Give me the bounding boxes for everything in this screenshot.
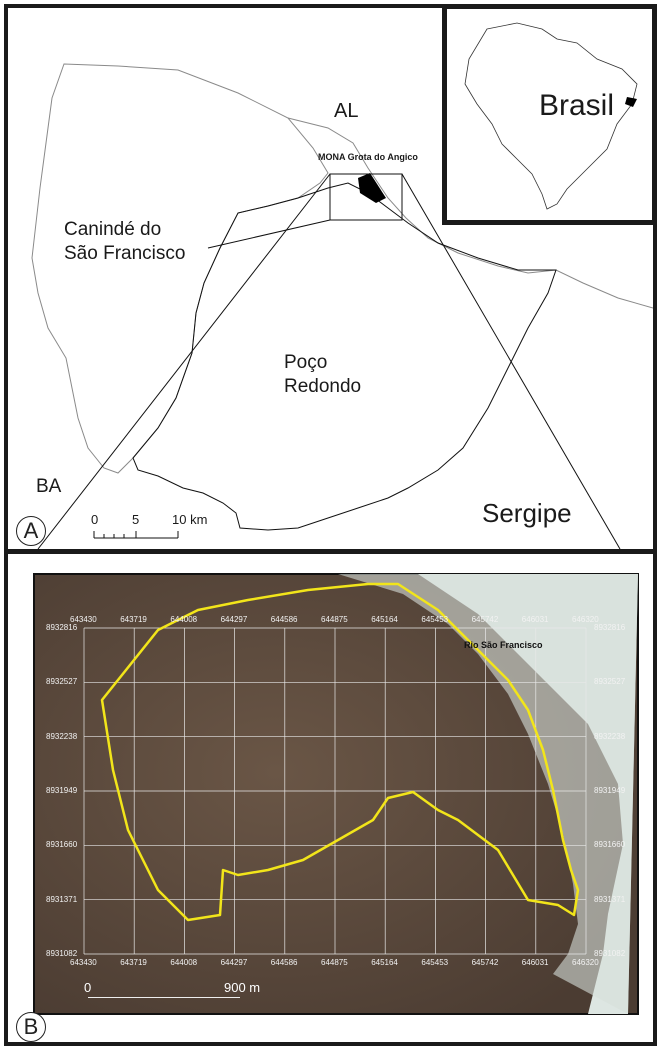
y-tick-label-left: 8932527 — [46, 677, 78, 687]
x-tick-label-top: 644875 — [321, 615, 348, 624]
poco-redondo-boundary — [132, 182, 557, 531]
x-tick-label: 643719 — [120, 958, 147, 967]
y-tick-label-right: 8931949 — [594, 786, 626, 795]
scale-bar-a — [93, 531, 179, 539]
y-tick-label-left: 8932816 — [46, 623, 78, 632]
scale-b-start: 0 — [84, 980, 92, 995]
y-tick-label-left: 8931660 — [46, 840, 78, 850]
label-brasil: Brasil — [539, 89, 615, 122]
sergipe-highlight — [625, 97, 637, 107]
x-tick-label-top: 644297 — [220, 615, 248, 624]
y-tick-label-left: 8932238 — [46, 731, 78, 741]
y-tick-label-right: 8932238 — [594, 731, 626, 741]
x-tick-label-top: 644008 — [170, 615, 198, 624]
label-caninde: Canindé do São Francisco — [64, 219, 186, 264]
x-tick-label: 646320 — [572, 958, 599, 967]
scale-bar-b — [88, 997, 240, 998]
x-tick-label: 645742 — [471, 958, 499, 967]
y-tick-label-right: 8931371 — [594, 894, 626, 904]
label-poco: Poço — [284, 352, 328, 373]
x-tick-label-top: 646320 — [572, 615, 599, 624]
x-tick-label-top: 645453 — [421, 615, 449, 624]
scale-a-10: 10 km — [172, 512, 208, 527]
scale-a-0: 0 — [91, 512, 99, 527]
scale-a-5: 5 — [132, 512, 140, 527]
x-tick-label-top: 643430 — [70, 615, 97, 624]
label-ba: BA — [36, 476, 62, 497]
label-redondo: Redondo — [284, 376, 362, 397]
caninde-boundary — [31, 63, 329, 474]
x-tick-label: 646031 — [521, 958, 549, 967]
x-tick-label: 644297 — [220, 958, 248, 967]
x-tick-label-top: 645164 — [371, 615, 398, 624]
mona-boundary-yellow — [100, 582, 580, 922]
label-mona: MONA Grota do Angico — [318, 152, 418, 162]
panel-b-satellite: Rio São Francisco 643430 643719 644008 6442… — [4, 549, 657, 1046]
utm-grid — [83, 627, 587, 955]
zoom-line-right — [401, 173, 621, 549]
scale-b-end: 900 m — [224, 980, 261, 995]
brazil-outline-svg — [464, 22, 638, 210]
y-tick-label-left: 8931949 — [46, 786, 78, 795]
x-tick-label: 643430 — [70, 958, 97, 967]
extent-pointer — [207, 219, 331, 249]
zoom-line-left — [37, 173, 331, 549]
x-tick-label-top: 646031 — [521, 615, 549, 624]
y-tick-label-right: 8931660 — [594, 840, 626, 850]
x-tick-label: 645164 — [371, 958, 398, 967]
x-tick-label: 644586 — [270, 958, 298, 967]
panel-a-letter: A — [16, 516, 46, 546]
brazil-outline — [464, 22, 638, 210]
satellite-image-svg — [33, 573, 639, 1015]
y-tick-label-right: 8932527 — [594, 677, 626, 687]
x-tick-label: 644008 — [170, 958, 198, 967]
label-al: AL — [334, 100, 359, 122]
x-tick-label-top: 644586 — [270, 615, 298, 624]
river-margin — [338, 574, 638, 1014]
label-sergipe: Sergipe — [482, 498, 572, 528]
label-rio-sao-francisco: Rio São Francisco — [464, 640, 543, 650]
inset-map-brazil: Brasil — [442, 4, 657, 225]
y-tick-label-right: 8932816 — [594, 623, 626, 632]
y-tick-label-left: 8931371 — [46, 894, 78, 904]
panel-b-letter: B — [16, 1012, 46, 1042]
x-tick-label: 644875 — [321, 958, 348, 967]
x-tick-label-top: 645742 — [471, 615, 499, 624]
x-tick-label-top: 643719 — [120, 615, 147, 624]
extent-box — [329, 173, 403, 221]
mona-area — [358, 173, 386, 203]
y-tick-label-left: 8931082 — [46, 949, 78, 958]
y-tick-label-right: 8931082 — [594, 949, 626, 958]
regional-map-svg — [31, 63, 653, 549]
x-tick-label: 645453 — [421, 958, 449, 967]
